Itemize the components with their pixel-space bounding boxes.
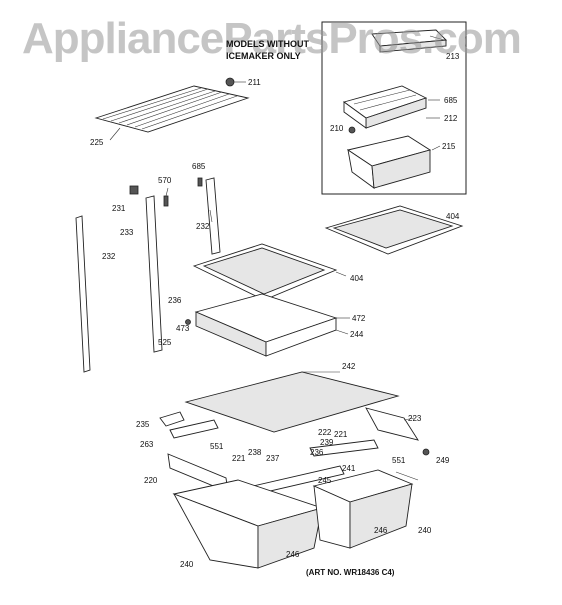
slide-rail-241-part (309, 439, 379, 457)
callout-225: 225 (90, 138, 104, 147)
callout-212: 212 (444, 114, 458, 123)
callout-246: 246 (374, 526, 388, 535)
callout-213: 213 (446, 52, 460, 61)
shelf-support-rail-232-right-part (205, 177, 221, 255)
callout-221: 221 (232, 454, 246, 463)
inset-note-line-1: MODELS WITHOUT (226, 39, 309, 49)
ice-bucket-tray-part (342, 85, 428, 129)
crisper-pan-left-part (172, 479, 324, 569)
callout-235: 235 (136, 420, 150, 429)
callout-685: 685 (192, 162, 206, 171)
ice-bin-part (346, 135, 432, 189)
ice-tray-cover-part (371, 29, 447, 53)
screw-210-part (348, 126, 356, 134)
callout-404: 404 (350, 274, 364, 283)
callout-231: 231 (112, 204, 126, 213)
inset-frame (321, 21, 467, 195)
cover-support-235-part (159, 411, 185, 427)
sliding-shelf-part (194, 293, 338, 357)
callout-233: 233 (120, 228, 134, 237)
callout-236: 236 (168, 296, 182, 305)
callout-232: 232 (102, 252, 116, 261)
screw-685-part (197, 177, 203, 187)
callout-238: 238 (248, 448, 262, 457)
callout-211: 211 (248, 78, 261, 87)
callout-263: 263 (140, 440, 154, 449)
callout-472: 472 (352, 314, 366, 323)
callout-551: 551 (392, 456, 406, 465)
callout-239: 239 (320, 438, 334, 447)
cap-211-part (225, 77, 235, 87)
callout-242: 242 (342, 362, 356, 371)
callout-525: 525 (158, 338, 172, 347)
callout-244: 244 (350, 330, 364, 339)
glass-shelf-middle-part (192, 243, 338, 301)
shelf-support-rail-233-part (145, 195, 163, 353)
callout-221: 221 (334, 430, 348, 439)
inset-note-line-2: ICEMAKER ONLY (226, 51, 301, 61)
callout-232: 232 (196, 222, 210, 231)
screw-473-part (185, 319, 191, 325)
watermark-logo: AppliancePartsPros.com (22, 14, 522, 63)
callout-551: 551 (210, 442, 224, 451)
cover-support-223-part (365, 407, 419, 441)
crisper-pan-right-part (312, 469, 414, 549)
callout-210: 210 (330, 124, 344, 133)
crisper-cover-glass-part (184, 371, 400, 433)
screw-570-part (163, 195, 169, 207)
shelf-support-rail-232-left-part (75, 215, 91, 373)
callout-236: 236 (310, 448, 324, 457)
callout-220: 220 (144, 476, 158, 485)
cover-support-263-part (169, 419, 219, 439)
callout-215: 215 (442, 142, 456, 151)
glass-shelf-right-part (324, 205, 464, 255)
callout-246: 246 (286, 550, 300, 559)
callout-685: 685 (444, 96, 458, 105)
callout-473: 473 (176, 324, 190, 333)
callout-245: 245 (318, 476, 332, 485)
bracket-249-part (422, 448, 430, 456)
callout-404: 404 (446, 212, 460, 221)
callout-223: 223 (408, 414, 422, 423)
callout-241: 241 (342, 464, 356, 473)
callout-222: 222 (318, 428, 332, 437)
art-number-label: (ART NO. WR18436 C4) (306, 568, 395, 577)
wire-shelf-part (94, 85, 250, 133)
callout-249: 249 (436, 456, 450, 465)
callout-237: 237 (266, 454, 280, 463)
callout-240: 240 (418, 526, 432, 535)
callout-570: 570 (158, 176, 172, 185)
clip-231-part (129, 185, 139, 195)
callout-240: 240 (180, 560, 194, 569)
inset-note: MODELS WITHOUT ICEMAKER ONLY (226, 38, 309, 62)
